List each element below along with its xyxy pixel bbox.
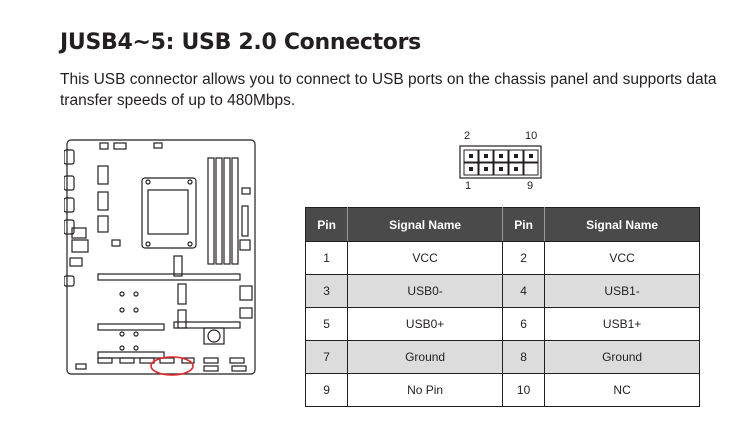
pin-number: 9 [304,373,349,407]
signal-name: VCC [347,241,503,275]
page-title: JUSB4~5: USB 2.0 Connectors [60,30,421,55]
signal-name: USB0- [347,274,503,308]
pin-label-1: 1 [465,180,472,192]
cpu-socket [141,177,197,249]
dimm-slot [207,157,215,265]
pcie-slot [97,323,165,331]
signal-name: USB1- [544,274,700,308]
column-header-signal: Signal Name [544,207,700,242]
board-outline [66,139,256,375]
section-description: This USB connector allows you to connect… [60,71,717,109]
pin-header-figure [459,145,542,179]
signal-name: Ground [544,340,700,374]
pin-number: 4 [501,274,546,308]
table-header-row: Pin Signal Name Pin Signal Name [304,207,700,242]
signal-name: No Pin [347,373,503,407]
dimm-slot [223,157,231,265]
pin-label-9: 9 [527,180,534,192]
table-row: 1 VCC 2 VCC [304,241,700,275]
pin-number: 6 [501,307,546,341]
pin-number: 1 [304,241,349,275]
signal-name: Ground [347,340,503,374]
pin-number: 3 [304,274,349,308]
pin-label-2: 2 [464,130,471,142]
pin-number: 10 [501,373,546,407]
table-row: 3 USB0- 4 USB1- [304,274,700,308]
pin-number: 8 [501,340,546,374]
signal-name: VCC [544,241,700,275]
signal-name: USB1+ [544,307,700,341]
pin-header-diagram: 2 10 1 9 [455,130,545,196]
column-header-signal: Signal Name [347,207,503,242]
pcie-slot [97,351,165,359]
table-row: 7 Ground 8 Ground [304,340,700,374]
pcie-slot [97,273,241,281]
pin-label-10: 10 [525,130,538,142]
column-header-pin: Pin [304,207,349,242]
dimm-slot [215,157,223,265]
pin-number: 5 [304,307,349,341]
signal-name: NC [544,373,700,407]
table-row: 9 No Pin 10 NC [304,373,700,407]
signal-name: USB0+ [347,307,503,341]
pin-number: 2 [501,241,546,275]
pin-signal-table: Pin Signal Name Pin Signal Name 1 VCC 2 … [304,207,700,407]
table-row: 5 USB0+ 6 USB1+ [304,307,700,341]
dimm-slot [231,157,239,265]
pin-number: 7 [304,340,349,374]
column-header-pin: Pin [501,207,546,242]
motherboard-diagram [64,139,256,376]
highlight-circle [150,356,194,376]
